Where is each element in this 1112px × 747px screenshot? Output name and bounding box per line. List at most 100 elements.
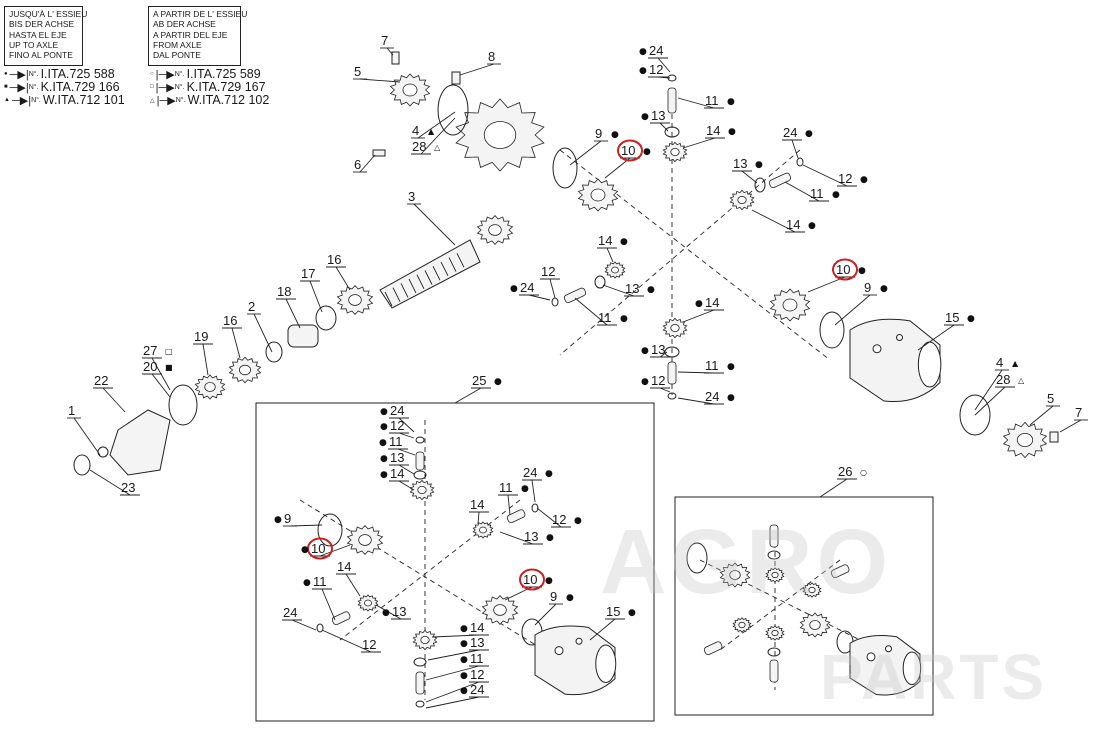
- part-label-11: 11●: [460, 651, 489, 667]
- serial-code: W.ITA.712 102: [187, 93, 270, 107]
- part-number: 24: [783, 125, 797, 140]
- circlip-shape: [796, 157, 804, 167]
- bearing-shape: [389, 73, 431, 107]
- housing-bore: [902, 651, 922, 685]
- part-label-24: 24●: [639, 43, 668, 59]
- part-number: 10: [836, 262, 850, 277]
- part-label-23: 23: [120, 480, 140, 496]
- variant-marker-icon: ●: [620, 237, 628, 247]
- part-number: 14: [706, 123, 720, 138]
- kit-frame: [674, 496, 934, 716]
- variant-marker-icon: ●: [647, 285, 655, 295]
- part-number: 24: [523, 465, 537, 480]
- pin-shape: [506, 509, 526, 524]
- pinion-gear-shape: [802, 582, 822, 598]
- part-number: 14: [786, 217, 800, 232]
- part-number: 14: [470, 497, 484, 512]
- variant-marker-icon: ●: [641, 112, 649, 122]
- part-number: 12: [390, 418, 404, 433]
- part-label-12: 12●: [639, 62, 668, 78]
- part-label-13: 13●: [641, 108, 670, 124]
- gear-hub: [402, 83, 418, 97]
- ring-shape: [265, 341, 283, 363]
- washer-shape: [754, 177, 766, 193]
- part-label-5: 5: [353, 64, 367, 80]
- ring-shape: [315, 305, 337, 331]
- variant-marker-icon: ●: [460, 624, 468, 634]
- part-drawings: [73, 51, 1059, 722]
- arrow-from-icon: |─▶: [155, 81, 175, 94]
- part-label-10: 10●: [617, 139, 651, 162]
- arrow-up-to-icon: ─▶|: [11, 94, 32, 107]
- housing-hole: [896, 334, 903, 341]
- leader-line: [459, 63, 495, 76]
- spline-line: [408, 278, 417, 294]
- part-number: 11: [470, 651, 484, 666]
- triangle-outline-icon: △: [150, 97, 155, 104]
- watermark-subtext: PARTS: [820, 641, 1048, 713]
- leader-line: [231, 327, 241, 359]
- leader-line: [89, 469, 131, 496]
- gear-hub: [737, 195, 747, 204]
- axis-line: [339, 499, 521, 641]
- variant-marker-icon: ●: [728, 127, 736, 137]
- variant-marker-icon: ●: [380, 470, 388, 480]
- diff-housing-shape: [849, 318, 942, 403]
- variant-marker-icon: ●: [805, 129, 813, 139]
- part-number: 14: [390, 466, 404, 481]
- side-gear-shape: [719, 562, 751, 588]
- part-number: 10: [523, 572, 537, 587]
- leader-line: [677, 97, 715, 109]
- part-label-11: 11●: [597, 310, 628, 326]
- leader-line: [477, 511, 480, 525]
- leader-line: [425, 696, 480, 709]
- leader-line: [285, 298, 301, 329]
- part-label-1: 1: [67, 403, 81, 419]
- housing-hole: [885, 645, 892, 653]
- part-label-17: 17: [300, 266, 320, 282]
- shim-shape: [819, 311, 845, 349]
- variant-marker-icon: ●: [639, 66, 647, 76]
- leader-line: [398, 480, 415, 491]
- variant-marker-icon: ●: [303, 578, 311, 588]
- leader-line: [499, 531, 534, 545]
- part-label-11: 11●: [498, 480, 529, 496]
- part-label-28: 28△: [995, 372, 1025, 388]
- variant-marker-icon: ●: [858, 266, 866, 276]
- variant-marker-icon: ●: [880, 284, 888, 294]
- part-number: 13: [390, 450, 404, 465]
- variant-marker-icon: ●: [641, 346, 649, 356]
- leader-line: [807, 276, 846, 293]
- gear-hub: [238, 364, 251, 376]
- side-gear-shape: [481, 595, 519, 625]
- gear-hub: [590, 188, 606, 202]
- variant-marker-icon: ■: [165, 363, 173, 372]
- pin-body: [506, 509, 526, 524]
- part-label-24: 24: [282, 605, 302, 621]
- pinion-gear-shape: [662, 141, 688, 163]
- part-number: 24: [649, 43, 663, 58]
- leader-line: [425, 665, 480, 681]
- variant-marker-icon: ▲: [1012, 359, 1019, 368]
- leader-line: [574, 297, 608, 326]
- legend-line: BIS DER ACHSE: [9, 19, 75, 30]
- bolt-shape: [372, 149, 386, 157]
- leader-line: [359, 154, 376, 173]
- spline-line: [424, 270, 433, 285]
- circlip-shape: [316, 623, 324, 633]
- leader-line: [359, 78, 401, 83]
- legend-line: FINO AL PONTE: [9, 50, 73, 61]
- part-number: 11: [705, 93, 719, 108]
- part-label-10: 10●: [519, 568, 553, 591]
- watermark-text: AGRO: [600, 511, 892, 613]
- leader-line: [604, 157, 631, 179]
- part-number: 7: [1075, 405, 1082, 420]
- variant-marker-icon: ○: [860, 468, 867, 477]
- part-label-19: 19: [193, 329, 213, 345]
- leader-line: [606, 247, 614, 263]
- legend-line: JUSQU'À L' ESSIEU: [9, 9, 88, 19]
- washer-shape: [594, 275, 606, 289]
- part-number: 13: [392, 604, 406, 619]
- part-label-13: 13●: [380, 450, 409, 466]
